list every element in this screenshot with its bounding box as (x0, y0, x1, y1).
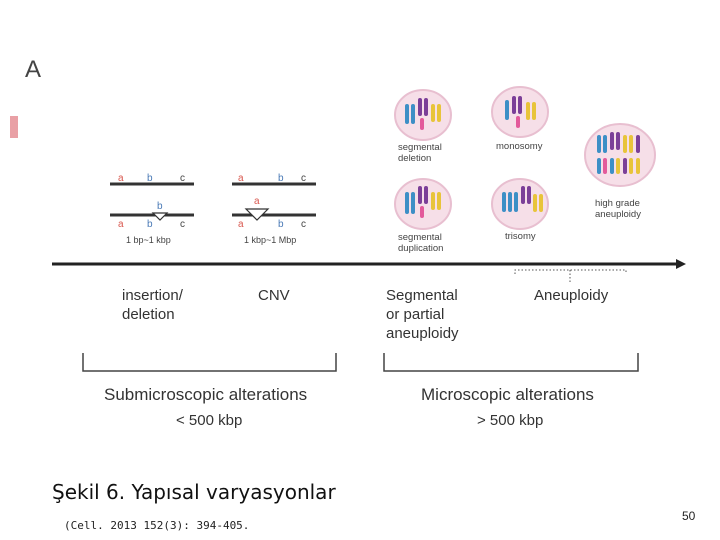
indel-insert-letter: b (157, 201, 163, 212)
label-high-grade-aneuploidy: high grade aneuploidy (595, 198, 641, 220)
indel-size-label: 1 bp~1 kbp (126, 235, 171, 245)
microscopic-bracket (383, 353, 639, 372)
indel-label-c-top: c (180, 173, 185, 184)
cnv-insert-letter: a (254, 196, 260, 207)
category-aneuploidy: Aneuploidy (534, 287, 609, 304)
category-segmental: Segmental or partial aneuploidy (386, 287, 459, 342)
slide-accent-mark (10, 116, 18, 138)
citation: (Cell. 2013 152(3): 394-405. (64, 519, 250, 532)
label-segmental-duplication: segmental duplication (398, 232, 444, 254)
cnv-label-a-top: a (238, 173, 244, 184)
figure-caption: Şekil 6. Yapısal varyasyonlar (52, 480, 336, 504)
cell-trisomy (491, 178, 549, 230)
cnv-insertion-triangle (244, 208, 270, 221)
label-segmental-deletion: segmental deletion (398, 142, 442, 164)
label-monosomy: monosomy (496, 141, 543, 152)
submicroscopic-title: Submicroscopic alterations (104, 385, 308, 404)
cnv-label-c-bot: c (301, 219, 306, 230)
cell-high-grade-aneuploidy (584, 123, 656, 187)
cnv-label-b-top: b (278, 173, 284, 184)
indel-label-c-bot: c (180, 219, 185, 230)
indel-insertion-triangle (151, 212, 169, 221)
cnv-label-b-bot: b (278, 219, 284, 230)
microscopic-title: Microscopic alterations (421, 385, 594, 404)
indel-label-a-bot: a (118, 219, 124, 230)
cnv-size-label: 1 kbp~1 Mbp (244, 235, 297, 245)
cell-segmental-deletion (394, 89, 452, 141)
submicroscopic-size: < 500 kbp (176, 412, 243, 429)
indel-label-b-top: b (147, 173, 153, 184)
label-trisomy: trisomy (505, 231, 536, 242)
category-cnv: CNV (258, 287, 290, 304)
category-insertion-deletion: insertion/ deletion (122, 287, 183, 323)
cell-segmental-duplication (394, 178, 452, 230)
page-number: 50 (682, 509, 696, 523)
cnv-label-c-top: c (301, 173, 306, 184)
indel-label-a-top: a (118, 173, 124, 184)
size-scale-arrowhead (676, 259, 686, 269)
cnv-label-a-bot: a (238, 219, 244, 230)
microscopic-size: > 500 kbp (477, 412, 544, 429)
submicroscopic-bracket (82, 353, 337, 372)
cell-monosomy (491, 86, 549, 138)
panel-letter: A (25, 56, 42, 83)
indel-label-b-bot: b (147, 219, 153, 230)
